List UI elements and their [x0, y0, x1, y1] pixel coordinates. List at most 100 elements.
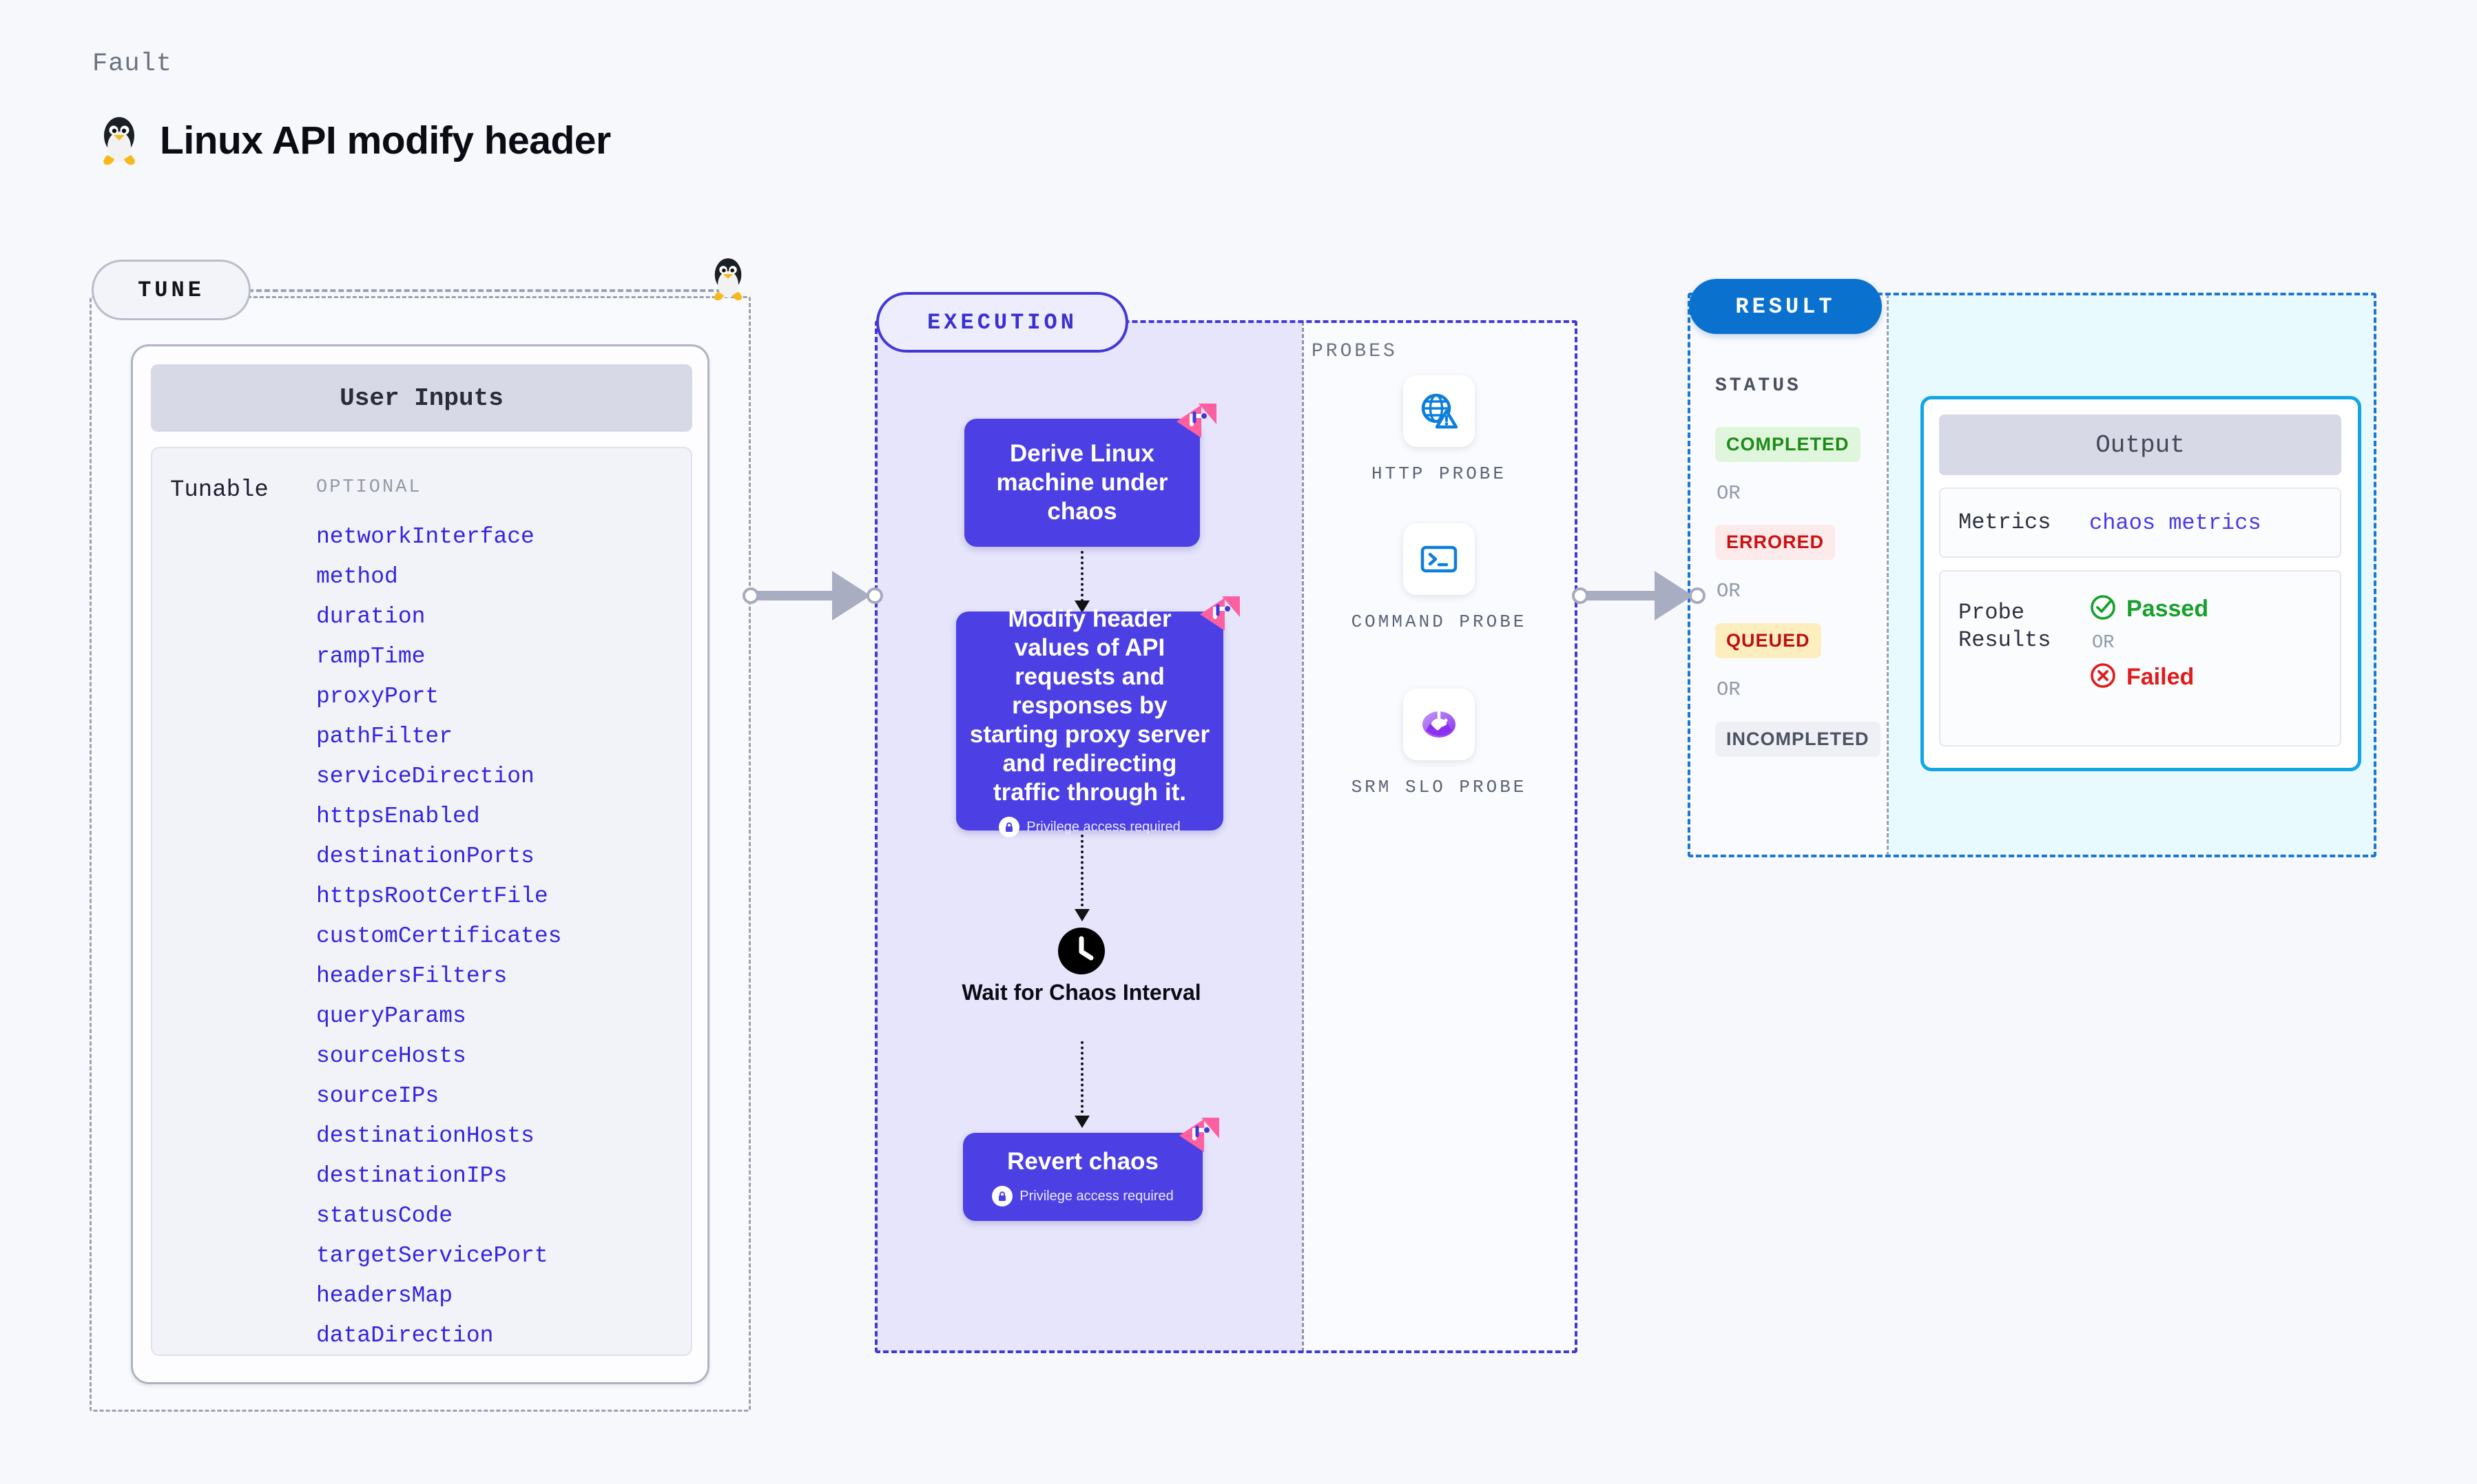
- privilege-required-note: Privilege access required: [999, 817, 1181, 837]
- flow-arrowhead-3: [1075, 1116, 1090, 1128]
- user-inputs-header: User Inputs: [151, 364, 692, 432]
- flow-arrow-2: [1081, 835, 1084, 912]
- probe-result-passed: Passed: [2089, 594, 2208, 625]
- tunable-item[interactable]: httpsEnabled: [316, 804, 480, 829]
- tunable-item[interactable]: headersFilters: [316, 963, 508, 989]
- tune-section-pill[interactable]: TUNE: [92, 260, 251, 320]
- x-circle-icon: [2089, 662, 2117, 693]
- tunable-item[interactable]: pathFilter: [316, 724, 453, 749]
- output-header: Output: [1939, 415, 2341, 475]
- probe-result-or: OR: [2092, 633, 2115, 654]
- connector-line: [751, 591, 854, 600]
- tunable-list: networkInterface method duration rampTime pr…: [316, 517, 674, 1356]
- chaos-badge-icon: [1177, 1115, 1222, 1156]
- connector-start-dot: [1572, 587, 1588, 604]
- connector-execution-to-result: [1572, 570, 1710, 621]
- execution-step-derive[interactable]: Derive Linux machine under chaos: [964, 404, 1216, 547]
- execution-section-pill[interactable]: EXECUTION: [876, 292, 1128, 353]
- fault-eyebrow-label: Fault: [92, 50, 173, 79]
- execution-step-revert-chaos[interactable]: Revert chaos Privilege access required: [963, 1118, 1219, 1221]
- slo-donut-check-icon: [1403, 689, 1475, 760]
- tunable-item[interactable]: targetServicePort: [316, 1243, 548, 1268]
- tunable-item[interactable]: customCertificates: [316, 923, 562, 949]
- status-label: STATUS: [1715, 375, 1801, 397]
- metrics-value[interactable]: chaos metrics: [2089, 510, 2261, 536]
- result-section-pill[interactable]: RESULT: [1689, 279, 1882, 334]
- connector-end-dot: [1689, 587, 1706, 604]
- user-inputs-card: User Inputs Tunable OPTIONAL networkInte…: [131, 344, 709, 1384]
- optional-label: OPTIONAL: [316, 477, 422, 498]
- probe-http[interactable]: HTTP PROBE: [1302, 375, 1576, 485]
- connector-tune-to-execution: [743, 570, 887, 621]
- result-status-column: [1689, 294, 1889, 856]
- tunable-item[interactable]: networkInterface: [316, 524, 535, 550]
- tunable-item[interactable]: headersMap: [316, 1283, 453, 1308]
- tunable-item[interactable]: queryParams: [316, 1003, 466, 1029]
- tunable-item[interactable]: proxyPort: [316, 684, 439, 709]
- execution-step-title: Revert chaos: [1007, 1148, 1159, 1175]
- execution-step-title: Modify header values of API requests and…: [969, 605, 1210, 806]
- probe-label: COMMAND PROBE: [1351, 612, 1527, 632]
- tunable-item[interactable]: method: [316, 564, 398, 589]
- privilege-required-note: Privilege access required: [992, 1186, 1174, 1206]
- tunable-item[interactable]: destinationHosts: [316, 1123, 535, 1149]
- lock-icon: [999, 817, 1020, 837]
- tunable-item[interactable]: dataDirection: [316, 1323, 494, 1348]
- tunable-section: Tunable OPTIONAL networkInterface method d…: [151, 447, 692, 1356]
- status-badge-incompleted: INCOMPLETED: [1715, 722, 1880, 757]
- metrics-key: Metrics: [1958, 510, 2051, 535]
- metrics-row: Metrics chaos metrics: [1939, 488, 2341, 558]
- probe-label: HTTP PROBE: [1371, 463, 1507, 484]
- tunable-item[interactable]: destinationIPs: [316, 1163, 508, 1189]
- page-title-row: Linux API modify header: [96, 114, 611, 167]
- tunable-item[interactable]: statusCode: [316, 1203, 453, 1229]
- tunable-item[interactable]: sourceHosts: [316, 1043, 466, 1069]
- status-or-3: OR: [1717, 678, 1741, 701]
- probes-column: [1302, 322, 1576, 1352]
- linux-penguin-icon: [708, 255, 748, 306]
- probe-results-key: Probe Results: [1958, 600, 2051, 653]
- tunable-item[interactable]: duration: [316, 604, 426, 629]
- tunable-item[interactable]: httpsRootCertFile: [316, 884, 548, 909]
- tunable-item[interactable]: rampTime: [316, 644, 426, 669]
- connector-line: [1580, 591, 1677, 600]
- passed-label: Passed: [2126, 596, 2209, 622]
- chaos-badge-icon: [1197, 594, 1243, 635]
- probe-result-failed: Failed: [2089, 662, 2208, 693]
- wait-for-chaos-interval-label: Wait for Chaos Interval: [962, 980, 1201, 1005]
- flow-arrow-1: [1081, 551, 1084, 602]
- privilege-note-text: Privilege access required: [1019, 1188, 1174, 1204]
- status-or-2: OR: [1717, 580, 1741, 603]
- connector-arrowhead: [1655, 571, 1693, 620]
- probe-label: SRM SLO PROBE: [1351, 777, 1527, 797]
- status-or-1: OR: [1717, 482, 1741, 505]
- probe-results-row: Probe Results Passed OR: [1939, 570, 2341, 746]
- flow-arrowhead-1: [1075, 600, 1090, 613]
- probe-command[interactable]: COMMAND PROBE: [1302, 523, 1576, 634]
- execution-step-title: Derive Linux machine under chaos: [996, 440, 1168, 525]
- globe-warning-icon: [1403, 375, 1475, 447]
- privilege-note-text: Privilege access required: [1026, 819, 1181, 835]
- execution-step-modify-header[interactable]: Modify header values of API requests and…: [956, 596, 1240, 837]
- tunable-item[interactable]: sourceIPs: [316, 1083, 439, 1109]
- wait-clock-icon: [1057, 926, 1106, 979]
- tune-top-dashed-line: [248, 289, 730, 292]
- page-title: Linux API modify header: [160, 118, 611, 163]
- terminal-icon: [1403, 523, 1475, 595]
- execution-panel: [875, 320, 1577, 1353]
- connector-end-dot: [867, 587, 883, 604]
- probes-section-label: PROBES: [1312, 341, 1398, 362]
- linux-penguin-icon: [96, 114, 142, 167]
- tunable-item[interactable]: serviceDirection: [316, 764, 535, 789]
- flow-arrow-3: [1081, 1041, 1084, 1118]
- lock-icon: [992, 1186, 1013, 1206]
- check-circle-icon: [2089, 594, 2117, 625]
- connector-start-dot: [743, 587, 759, 604]
- connector-arrowhead: [832, 571, 871, 620]
- probe-srm-slo[interactable]: SRM SLO PROBE: [1302, 689, 1576, 799]
- tunable-item[interactable]: destinationPorts: [316, 844, 535, 869]
- output-card: Output Metrics chaos metrics Probe Resul…: [1920, 396, 2361, 771]
- flow-arrowhead-2: [1075, 909, 1090, 921]
- tunable-label: Tunable: [170, 477, 269, 503]
- status-badge-errored: ERRORED: [1715, 525, 1836, 560]
